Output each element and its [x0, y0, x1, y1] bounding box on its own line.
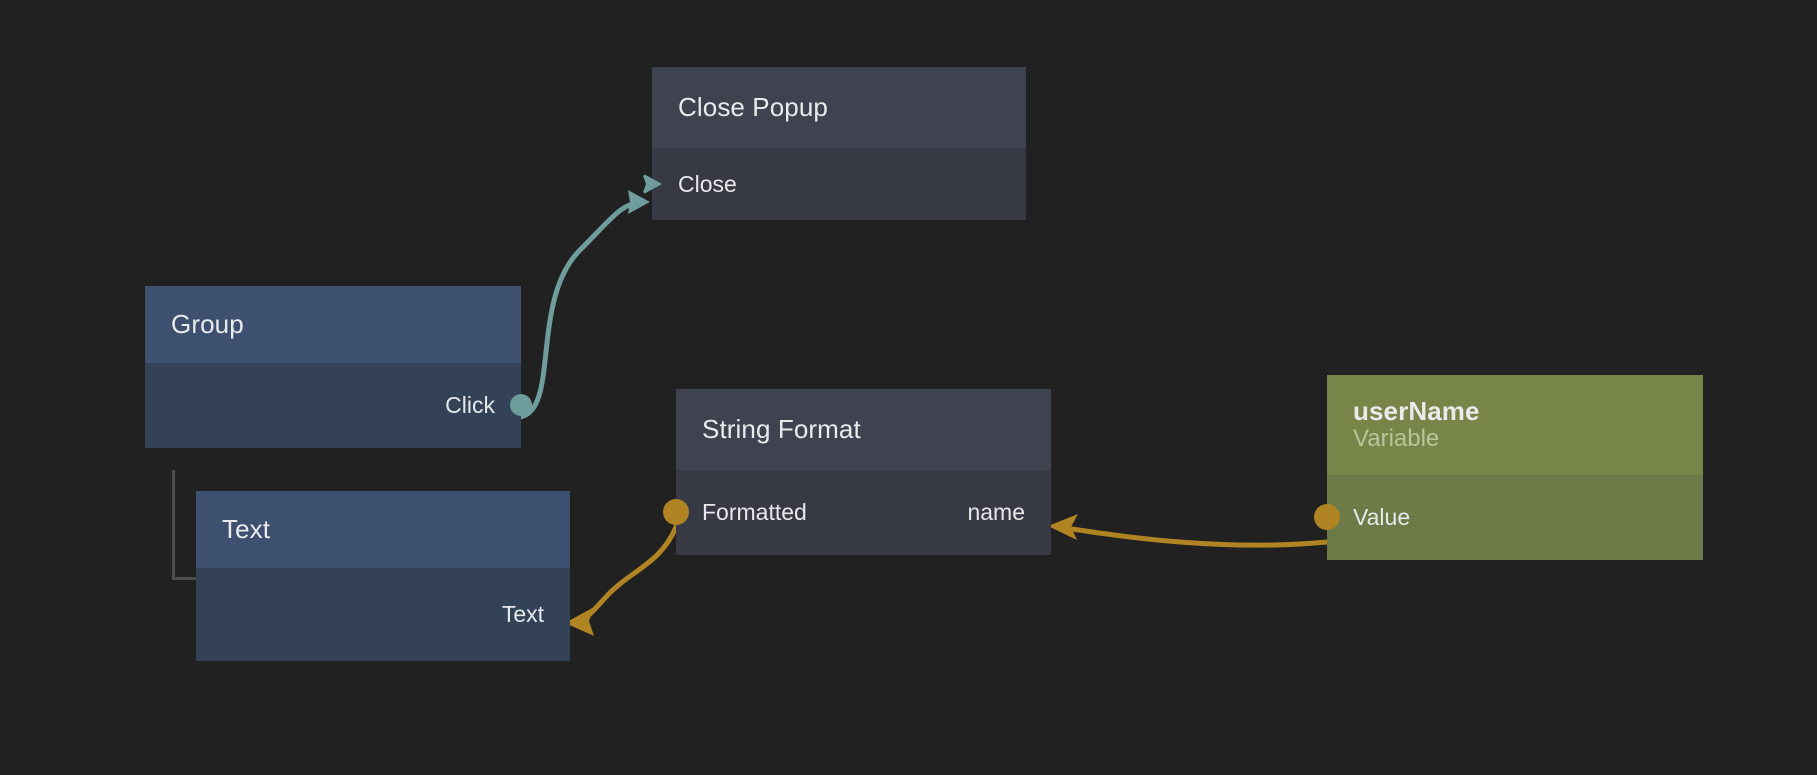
hierarchy-bracket-vertical: [172, 470, 175, 580]
node-string-format-header[interactable]: String Format: [676, 389, 1051, 470]
port-label-close: Close: [678, 170, 737, 197]
port-row-value[interactable]: Value: [1327, 475, 1703, 560]
port-label-value: Value: [1353, 504, 1411, 530]
node-group[interactable]: Group Click: [145, 286, 532, 448]
port-marker-formatted-out[interactable]: [663, 499, 689, 525]
node-text[interactable]: Text Text: [196, 491, 570, 661]
wire-value-to-name-arrowhead: [1048, 514, 1078, 540]
port-label-click: Click: [445, 392, 495, 418]
node-username-variable[interactable]: userName Variable Value: [1314, 375, 1703, 560]
node-text-body: Text: [196, 568, 570, 661]
node-username-header[interactable]: userName Variable: [1327, 375, 1703, 475]
node-close-popup-body: Close: [642, 148, 1026, 220]
port-marker-value-out[interactable]: [1314, 504, 1340, 530]
node-text-header[interactable]: Text: [196, 491, 570, 568]
hierarchy-bracket-group-text: [172, 470, 197, 580]
node-string-format-body: Formatted name: [663, 470, 1051, 555]
wire-formatted-to-text: [575, 524, 679, 624]
node-string-format[interactable]: String Format Formatted name: [663, 389, 1051, 555]
node-close-popup[interactable]: Close Popup Close: [642, 67, 1026, 220]
port-label-formatted: Formatted: [702, 499, 807, 525]
port-row-formatted-name[interactable]: Formatted name: [676, 470, 1051, 555]
node-group-body: Click: [145, 363, 532, 448]
port-label-text: Text: [501, 601, 544, 627]
wire-value-to-name: [1062, 525, 1330, 548]
port-row-text[interactable]: Text: [196, 568, 570, 661]
node-group-title: Group: [171, 308, 244, 339]
node-username-title: userName: [1353, 396, 1480, 426]
node-close-popup-title: Close Popup: [678, 91, 828, 122]
node-username-body: Value: [1314, 475, 1703, 560]
port-row-close[interactable]: Close: [652, 148, 1026, 220]
port-label-name: name: [967, 499, 1025, 525]
port-row-click[interactable]: Click: [145, 363, 521, 448]
hierarchy-bracket-horizontal: [172, 577, 197, 580]
wire-click-to-close: [517, 199, 643, 420]
node-text-title: Text: [222, 513, 271, 544]
port-marker-close-in[interactable]: [640, 172, 664, 196]
node-close-popup-header[interactable]: Close Popup: [652, 67, 1026, 148]
port-marker-click-out[interactable]: [510, 394, 532, 416]
node-string-format-title: String Format: [702, 413, 861, 444]
node-username-subtitle: Variable: [1353, 425, 1440, 453]
node-group-header[interactable]: Group: [145, 286, 521, 363]
